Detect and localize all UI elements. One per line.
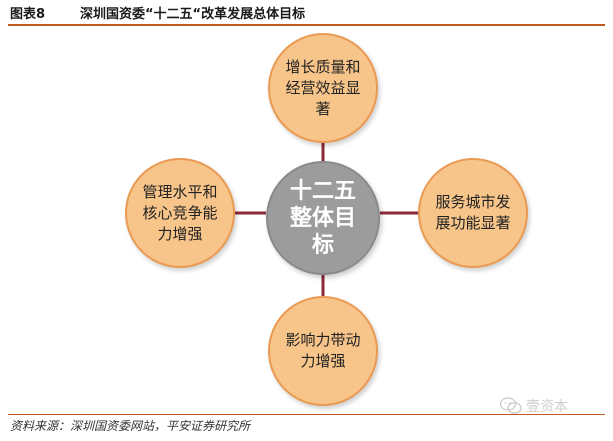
figure-header: 图表8 深圳国资委“十二五“改革发展总体目标 bbox=[0, 0, 613, 26]
goal-node-top-label: 增长质量和经营效益显著 bbox=[285, 57, 361, 118]
source-note: 资料来源：深圳国资委网站，平安证券研究所 bbox=[10, 419, 251, 433]
wechat-icon bbox=[500, 397, 522, 414]
header-rule bbox=[8, 24, 605, 26]
goal-node-right: 服务城市发展功能显著 bbox=[418, 158, 528, 268]
goal-node-bottom-label: 影响力带动力增强 bbox=[285, 331, 361, 370]
goal-node-bottom: 影响力带动力增强 bbox=[268, 296, 378, 406]
watermark-text: 壹资本 bbox=[526, 399, 568, 415]
figure-number: 图表8 bbox=[10, 7, 46, 22]
goal-center-node: 十二五整体目标 bbox=[266, 161, 380, 275]
footer-rule bbox=[8, 414, 605, 415]
goal-node-left: 管理水平和核心竞争能力增强 bbox=[125, 158, 235, 268]
goal-node-right-label: 服务城市发展功能显著 bbox=[435, 193, 511, 232]
goal-node-left-label: 管理水平和核心竞争能力增强 bbox=[142, 182, 218, 243]
goal-node-top: 增长质量和经营效益显著 bbox=[268, 33, 378, 143]
watermark: 壹资本 bbox=[500, 396, 568, 416]
goal-center-label: 十二五整体目标 bbox=[289, 178, 356, 258]
figure-title: 深圳国资委“十二五“改革发展总体目标 bbox=[80, 7, 306, 22]
